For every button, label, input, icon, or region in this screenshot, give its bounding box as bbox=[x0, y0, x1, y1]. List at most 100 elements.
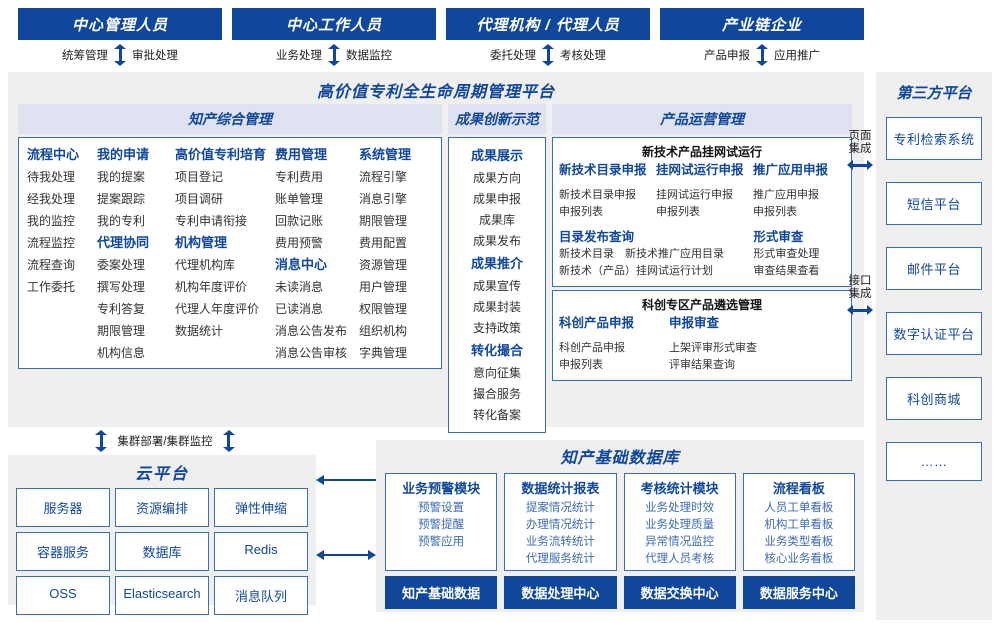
menu-item[interactable]: 流程监控 bbox=[27, 236, 76, 250]
cloud-service-cell[interactable]: 资源编排 bbox=[115, 488, 209, 527]
menu-item[interactable]: 预警提醒 bbox=[418, 519, 465, 531]
spacer bbox=[669, 332, 779, 340]
section-achievement-head: 成果创新示范 bbox=[448, 104, 546, 134]
menu-item[interactable]: 数据统计 bbox=[175, 324, 224, 338]
menu-item[interactable]: 审查结果查看 bbox=[753, 265, 820, 277]
menu-item[interactable]: 字典管理 bbox=[359, 346, 408, 360]
menu-item[interactable]: 转化备案 bbox=[472, 408, 521, 422]
menu-item[interactable]: 机构工单看板 bbox=[764, 519, 834, 531]
menu-item[interactable]: 费用配置 bbox=[359, 236, 408, 250]
third-party-item[interactable]: 邮件平台 bbox=[886, 247, 982, 290]
menu-item[interactable]: 期限管理 bbox=[359, 214, 408, 228]
menu-item[interactable]: 办理情况统计 bbox=[525, 519, 595, 531]
menu-item[interactable]: 项目调研 bbox=[175, 192, 224, 206]
menu-item[interactable]: 申报列表 bbox=[753, 206, 797, 218]
menu-item[interactable]: 成果申报 bbox=[472, 192, 521, 206]
menu-item[interactable]: 费用预警 bbox=[275, 236, 324, 250]
third-party-item[interactable]: 科创商城 bbox=[886, 377, 982, 420]
menu-item[interactable]: 工作委托 bbox=[27, 280, 76, 294]
third-party-item[interactable]: 数字认证平台 bbox=[886, 312, 982, 355]
menu-item[interactable]: 预警设置 bbox=[418, 502, 465, 514]
menu-item[interactable]: 核心业务看板 bbox=[764, 553, 834, 565]
third-party-item[interactable]: 专利检索系统 bbox=[886, 117, 982, 160]
menu-item[interactable]: 专利费用 bbox=[275, 170, 324, 184]
menu-item[interactable]: 申报列表 bbox=[656, 206, 700, 218]
third-party-item[interactable]: 短信平台 bbox=[886, 182, 982, 225]
menu-item[interactable]: 意向征集 bbox=[472, 366, 521, 380]
menu-item[interactable]: 权限管理 bbox=[359, 302, 408, 316]
menu-item[interactable]: 项目登记 bbox=[175, 170, 224, 184]
menu-item[interactable]: 代理服务统计 bbox=[525, 553, 595, 565]
menu-item[interactable]: 代理机构库 bbox=[175, 258, 236, 272]
menu-item[interactable]: 用户管理 bbox=[359, 280, 408, 294]
menu-item[interactable]: 撮合服务 bbox=[472, 387, 521, 401]
database-card-header: 流程看板 bbox=[772, 481, 825, 496]
menu-item[interactable]: 消息公告审核 bbox=[275, 346, 348, 360]
menu-item[interactable]: 回款记账 bbox=[275, 214, 324, 228]
menu-item[interactable]: 异常情况监控 bbox=[645, 536, 715, 548]
spacer bbox=[559, 221, 845, 229]
menu-item[interactable]: 业务类型看板 bbox=[764, 536, 834, 548]
menu-item[interactable]: 成果封装 bbox=[472, 300, 521, 314]
menu-item[interactable]: 我的监控 bbox=[27, 214, 76, 228]
menu-item[interactable]: 提案情况统计 bbox=[525, 502, 595, 514]
menu-item[interactable]: 流程查询 bbox=[27, 258, 76, 272]
menu-item[interactable]: 流程引擎 bbox=[359, 170, 408, 184]
menu-item[interactable]: 科创产品申报 bbox=[559, 342, 625, 354]
menu-item[interactable]: 成果发布 bbox=[472, 234, 521, 248]
menu-item[interactable]: 预警应用 bbox=[418, 536, 465, 548]
menu-item[interactable]: 业务处理质量 bbox=[645, 519, 715, 531]
menu-item[interactable]: 我的专利 bbox=[97, 214, 146, 228]
cloud-service-cell[interactable]: 容器服务 bbox=[16, 532, 110, 571]
menu-item[interactable]: 成果宣传 bbox=[472, 279, 521, 293]
menu-item[interactable]: 消息公告发布 bbox=[275, 324, 348, 338]
cloud-service-cell[interactable]: 服务器 bbox=[16, 488, 110, 527]
cloud-service-cell[interactable]: 数据库 bbox=[115, 532, 209, 571]
menu-item[interactable]: 新技术目录申报 bbox=[559, 189, 636, 201]
menu-item[interactable]: 人员工单看板 bbox=[764, 502, 834, 514]
cloud-service-cell[interactable]: 消息队列 bbox=[214, 576, 308, 615]
menu-item[interactable]: 已读消息 bbox=[275, 302, 324, 316]
role-title: 产业链企业 bbox=[660, 8, 864, 40]
menu-item[interactable]: 申报列表 bbox=[559, 359, 603, 371]
cloud-service-cell[interactable]: Elasticsearch bbox=[115, 576, 209, 615]
menu-item[interactable]: 代理人年度评价 bbox=[175, 302, 260, 316]
menu-item[interactable]: 委案处理 bbox=[97, 258, 146, 272]
menu-item[interactable]: 消息引擎 bbox=[359, 192, 408, 206]
menu-item[interactable]: 期限管理 bbox=[97, 324, 146, 338]
menu-item[interactable]: 撰写处理 bbox=[97, 280, 146, 294]
menu-item[interactable]: 挂网试运行申报 bbox=[656, 189, 733, 201]
menu-item[interactable]: 支持政策 bbox=[472, 321, 521, 335]
menu-item[interactable]: 形式审查处理 bbox=[753, 248, 820, 260]
menu-item[interactable]: 待我处理 bbox=[27, 170, 76, 184]
menu-item[interactable]: 成果库 bbox=[478, 213, 515, 227]
menu-item[interactable]: 评审结果查询 bbox=[669, 359, 735, 371]
cloud-service-cell[interactable]: 弹性伸缩 bbox=[214, 488, 308, 527]
menu-item[interactable]: 专利答复 bbox=[97, 302, 146, 316]
menu-item[interactable]: 业务流转统计 bbox=[525, 536, 595, 548]
menu-item[interactable]: 新技术目录 新技术推广应用目录 bbox=[559, 248, 724, 260]
arrow-left-icon bbox=[316, 473, 376, 487]
menu-item[interactable]: 我的提案 bbox=[97, 170, 146, 184]
cloud-service-cell[interactable]: Redis bbox=[214, 532, 308, 571]
menu-item[interactable]: 资源管理 bbox=[359, 258, 408, 272]
third-party-item[interactable]: …… bbox=[886, 442, 982, 481]
role-action-left: 产品申报 bbox=[704, 50, 750, 62]
menu-item[interactable]: 成果方向 bbox=[472, 171, 521, 185]
menu-item[interactable]: 机构年度评价 bbox=[175, 280, 248, 294]
cloud-service-cell[interactable]: OSS bbox=[16, 576, 110, 615]
menu-item[interactable]: 提案跟踪 bbox=[97, 192, 146, 206]
menu-item[interactable]: 代理人员考核 bbox=[645, 553, 715, 565]
menu-item[interactable]: 机构信息 bbox=[97, 346, 146, 360]
menu-item[interactable]: 专利申请衔接 bbox=[175, 214, 248, 228]
menu-group-header: 机构管理 bbox=[175, 235, 228, 250]
menu-item[interactable]: 经我处理 bbox=[27, 192, 76, 206]
menu-item[interactable]: 申报列表 bbox=[559, 206, 603, 218]
menu-item[interactable]: 组织机构 bbox=[359, 324, 408, 338]
menu-item[interactable]: 账单管理 bbox=[275, 192, 324, 206]
menu-item[interactable]: 未读消息 bbox=[275, 280, 324, 294]
menu-item[interactable]: 上架评审形式审查 bbox=[669, 342, 757, 354]
menu-item[interactable]: 业务处理时效 bbox=[645, 502, 715, 514]
menu-item[interactable]: 新技术（产品）挂网试运行计划 bbox=[559, 265, 713, 277]
menu-item[interactable]: 推广应用申报 bbox=[753, 189, 819, 201]
